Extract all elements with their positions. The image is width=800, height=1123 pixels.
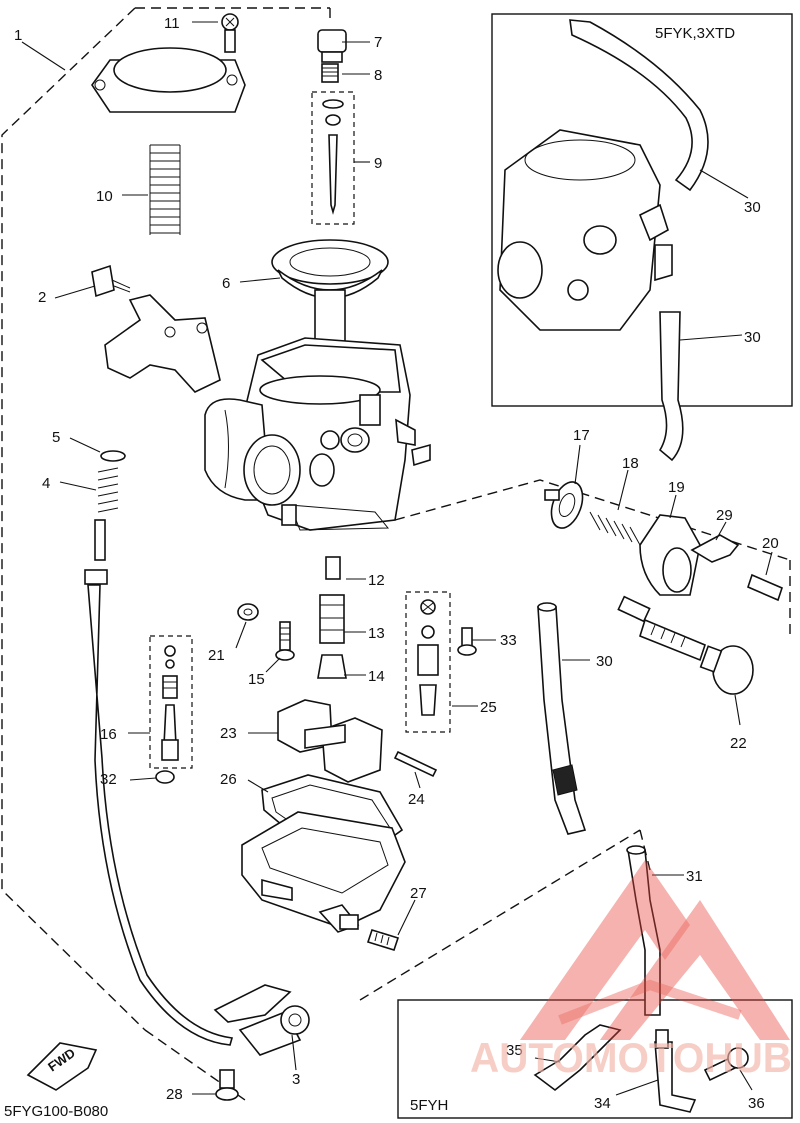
callout-31: 31 bbox=[686, 868, 703, 885]
callout-6: 6 bbox=[222, 275, 230, 292]
callout-12: 12 bbox=[368, 572, 385, 589]
callout-25: 25 bbox=[480, 699, 497, 716]
callout-1: 1 bbox=[14, 27, 22, 44]
callout-8: 8 bbox=[374, 67, 382, 84]
inset-bottom-tube bbox=[533, 1024, 622, 1092]
part-19-cover bbox=[639, 514, 701, 596]
callout-7: 7 bbox=[374, 34, 382, 51]
inset-top-carburetor bbox=[497, 129, 673, 331]
callout-34: 34 bbox=[594, 1095, 611, 1112]
inset-top-label: 5FYK,3XTD bbox=[655, 25, 735, 42]
part-16-pilot-set-box bbox=[149, 635, 193, 769]
callout-16: 16 bbox=[100, 726, 117, 743]
callout-4: 4 bbox=[42, 475, 50, 492]
part-3-throttle-screw bbox=[213, 984, 310, 1056]
callout-3: 3 bbox=[292, 1071, 300, 1088]
inset-bottom-screw-36 bbox=[703, 1047, 749, 1082]
part-10-spring bbox=[149, 144, 181, 235]
callout-5: 5 bbox=[52, 429, 60, 446]
callout-17: 17 bbox=[573, 427, 590, 444]
part-31-tube bbox=[626, 845, 661, 1016]
callout-2: 2 bbox=[38, 289, 46, 306]
part-8-spring bbox=[321, 63, 339, 83]
part-16-pilot-screw-set bbox=[161, 645, 179, 761]
part-18-spring bbox=[589, 511, 641, 546]
part-9-needle-box bbox=[311, 91, 355, 225]
inset-bottom-label: 5FYH bbox=[410, 1097, 448, 1114]
fwd-arrow-icon: FWD bbox=[26, 1042, 98, 1091]
callout-36: 36 bbox=[748, 1095, 765, 1112]
part-33-screw bbox=[457, 627, 477, 656]
callout-35: 35 bbox=[506, 1042, 523, 1059]
inset-box-bottom bbox=[397, 999, 793, 1119]
part-30-vent-tube bbox=[537, 602, 587, 835]
part-6-diaphragm-slide bbox=[271, 239, 389, 356]
part-bracket bbox=[104, 294, 221, 393]
part-12-main-jet bbox=[325, 556, 341, 580]
part-top-cover bbox=[91, 47, 246, 113]
callout-33: 33 bbox=[500, 632, 517, 649]
callout-9: 9 bbox=[374, 155, 382, 172]
callout-30b: 30 bbox=[744, 329, 761, 346]
part-28-screw bbox=[215, 1069, 239, 1101]
callout-11: 11 bbox=[164, 15, 180, 32]
part-32-plug bbox=[155, 770, 175, 784]
part-choke-cable bbox=[84, 519, 234, 1046]
callout-13: 13 bbox=[368, 625, 385, 642]
callout-29: 29 bbox=[716, 507, 733, 524]
callout-30a: 30 bbox=[744, 199, 761, 216]
part-25-float-valve bbox=[417, 599, 439, 716]
part-13-needle-jet bbox=[319, 594, 345, 644]
callout-labels: 1 2 3 4 5 6 7 8 9 10 11 12 13 14 15 16 1… bbox=[14, 15, 779, 1112]
part-9-needle bbox=[322, 99, 344, 215]
part-14-jet-holder bbox=[317, 654, 347, 679]
callout-26: 26 bbox=[220, 771, 237, 788]
part-15-pilot-screw bbox=[275, 621, 295, 661]
watermark-logo: AUTOMOTOHUB bbox=[470, 860, 792, 1081]
callout-10: 10 bbox=[96, 188, 113, 205]
callout-20: 20 bbox=[762, 535, 779, 552]
part-27-drain-screw bbox=[366, 929, 400, 951]
callout-32: 32 bbox=[100, 771, 117, 788]
part-float-bowl bbox=[241, 811, 406, 933]
part-22-starter-plunger bbox=[617, 595, 754, 695]
inset-top-tube-lower bbox=[658, 311, 684, 462]
callout-27: 27 bbox=[410, 885, 427, 902]
callout-21: 21 bbox=[208, 647, 225, 664]
callout-28: 28 bbox=[166, 1086, 183, 1103]
callout-15: 15 bbox=[248, 671, 265, 688]
inset-top-tube-upper bbox=[569, 19, 709, 192]
callout-24: 24 bbox=[408, 791, 425, 808]
part-5-washer bbox=[100, 450, 126, 462]
callout-14: 14 bbox=[368, 668, 385, 685]
part-21-washer bbox=[237, 603, 259, 621]
part-7-cap bbox=[317, 29, 347, 63]
callout-30c: 30 bbox=[596, 653, 613, 670]
leader-lines bbox=[21, 21, 773, 1096]
watermark-text: AUTOMOTOHUB bbox=[470, 1034, 792, 1081]
callout-18: 18 bbox=[622, 455, 639, 472]
diagram-code: 5FYG100-B080 bbox=[4, 1103, 108, 1120]
part-29-plate bbox=[690, 534, 740, 563]
callout-22: 22 bbox=[730, 735, 747, 752]
part-25-float-valve-box bbox=[405, 591, 451, 733]
part-20-screw bbox=[747, 573, 783, 602]
part-17-plunger bbox=[544, 481, 584, 529]
part-11-screw bbox=[221, 13, 239, 53]
inset-bottom-bracket-34 bbox=[654, 1029, 697, 1113]
part-23-float bbox=[277, 699, 383, 783]
callout-19: 19 bbox=[668, 479, 685, 496]
inset-box-top bbox=[491, 13, 793, 407]
part-2-screw bbox=[91, 264, 131, 298]
callout-23: 23 bbox=[220, 725, 237, 742]
part-24-float-pin bbox=[393, 750, 438, 778]
carburetor-body bbox=[204, 337, 431, 531]
part-4-spring bbox=[97, 467, 119, 513]
